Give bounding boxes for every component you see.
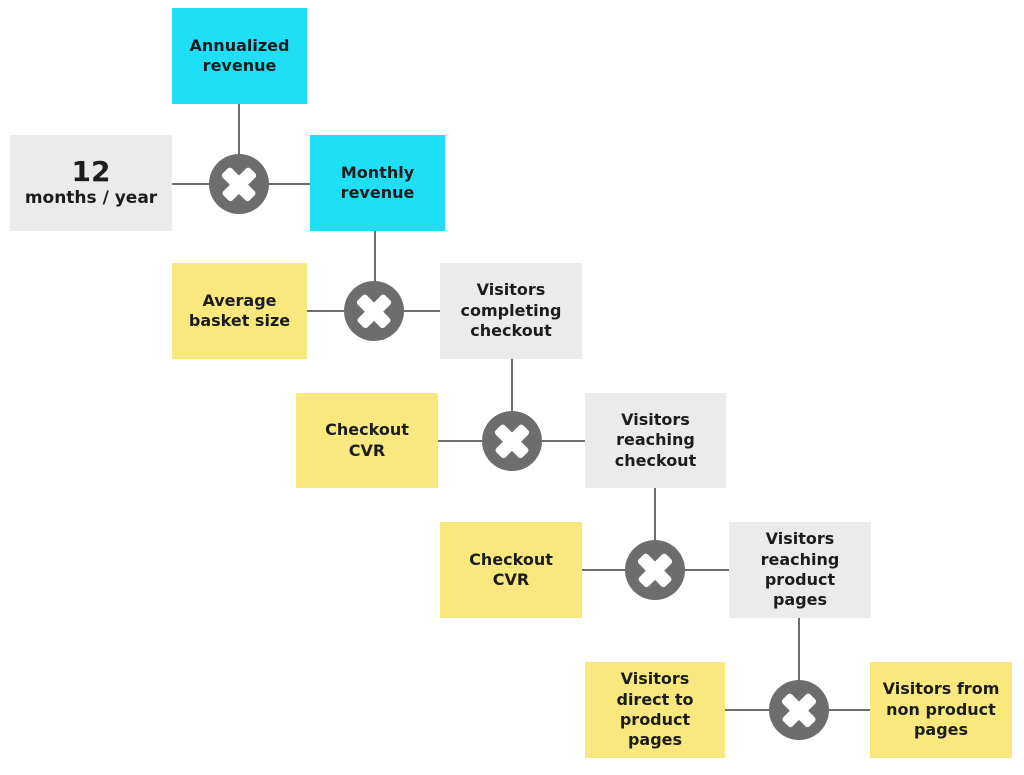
node-big-label: 12	[71, 154, 111, 188]
node-label: Visitors from non product pages	[882, 679, 1000, 740]
node-annualized-revenue: Annualized revenue	[172, 8, 307, 104]
node-label: Visitors completing checkout	[460, 280, 562, 341]
connector-line-vertical	[654, 488, 656, 570]
node-monthly-revenue: Monthly revenue	[310, 135, 445, 231]
multiply-icon	[772, 683, 826, 737]
node-label: months / year	[24, 187, 158, 208]
multiply-icon	[628, 543, 682, 597]
node-label: Checkout CVR	[325, 420, 409, 460]
node-visitors-reaching-checkout: Visitors reaching checkout	[585, 393, 726, 488]
node-visitors-direct-to-product-pages: Visitors direct to product pages	[585, 662, 725, 758]
node-label: Monthly revenue	[340, 162, 415, 202]
multiply-operator	[344, 281, 404, 341]
multiply-icon	[347, 284, 401, 338]
node-visitors-completing-checkout: Visitors completing checkout	[440, 263, 582, 359]
connector-line-vertical	[798, 618, 800, 710]
multiply-icon	[485, 414, 539, 468]
node-label: Average basket size	[188, 290, 291, 330]
node-average-basket-size: Average basket size	[172, 263, 307, 359]
node-checkout-cvr-1: Checkout CVR	[296, 393, 438, 488]
node-visitors-from-non-product-pages: Visitors from non product pages	[870, 662, 1012, 758]
node-checkout-cvr-2: Checkout CVR	[440, 522, 582, 618]
node-label: Annualized revenue	[189, 35, 290, 75]
multiply-icon	[212, 157, 266, 211]
connector-line-vertical	[374, 231, 376, 311]
node-visitors-reaching-product-pages: Visitors reaching product pages	[729, 522, 871, 618]
multiply-operator	[769, 680, 829, 740]
multiply-operator	[625, 540, 685, 600]
multiply-operator	[209, 154, 269, 214]
multiply-operator	[482, 411, 542, 471]
node-label: Checkout CVR	[469, 549, 553, 589]
connector-line-vertical	[511, 359, 513, 441]
connector-line-vertical	[238, 104, 240, 184]
node-label: Visitors reaching product pages	[760, 529, 840, 610]
node-label: Visitors reaching checkout	[614, 409, 697, 470]
node-label: Visitors direct to product pages	[616, 669, 694, 750]
